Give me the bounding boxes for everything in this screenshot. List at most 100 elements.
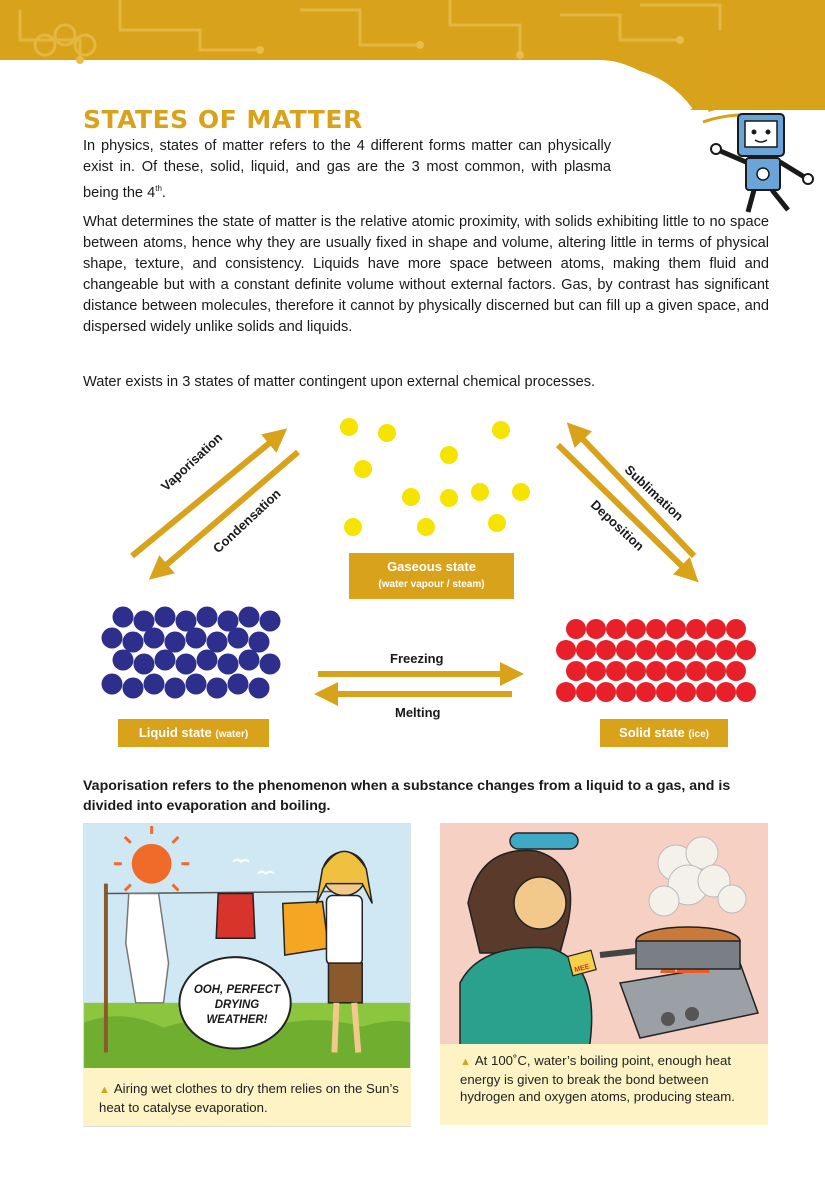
liquid-molecule [175,610,197,632]
liquid-molecule [122,631,144,653]
brand-logo: CODEX ALIENA [690,52,815,110]
gas-molecule [440,489,458,507]
liquid-molecule [143,627,165,649]
solid-molecule [666,619,686,639]
intro-paragraph-2: What determines the state of matter is t… [83,214,769,335]
caption-left-text: Airing wet clothes to dry them relies on… [99,1081,399,1115]
caption-boiling-water: ▲At 100˚C, water’s boiling point, enough… [440,1044,768,1125]
gas-molecule [512,483,530,501]
solid-molecule [556,682,576,702]
intro-paragraph-3: Water exists in 3 states of matter conti… [83,374,596,390]
solid-molecule [716,682,736,702]
solid-molecule [586,619,606,639]
header-banner [0,0,825,110]
solid-molecule [576,682,596,702]
steam-clouds [648,836,747,917]
solid-molecule [686,619,706,639]
solid-molecule [576,640,596,660]
liquid-molecule [112,606,134,628]
liquid-state-subtitle: (water) [215,729,249,740]
melting-label: Melting [395,705,441,720]
gas-molecule [344,518,362,536]
liquid-state-label: Liquid state (water) [118,719,269,747]
liquid-molecule [185,627,207,649]
solid-molecules [556,619,756,702]
noodle-packet-label: MEE [574,963,591,974]
liquid-molecule [154,606,176,628]
solid-molecule [656,640,676,660]
liquid-molecule [143,673,165,695]
solid-molecule [716,640,736,660]
liquid-molecule [206,677,228,699]
deposition-arrow [555,442,699,583]
brand-line-1: CODEX [697,51,808,82]
liquid-molecule [154,649,176,671]
solid-molecule [586,661,606,681]
solid-molecule [636,640,656,660]
solid-molecule [616,640,636,660]
solid-molecule [676,640,696,660]
solid-molecule [736,640,756,660]
solid-molecule [606,661,626,681]
states-of-matter-diagram [101,418,756,706]
noodle-packet [567,949,597,977]
solid-molecule [706,661,726,681]
solid-molecule [726,619,746,639]
liquid-molecule [196,606,218,628]
solid-molecule [556,640,576,660]
solid-molecule [566,619,586,639]
sun-icon [113,825,190,902]
liquid-molecule [133,610,155,632]
solid-molecule [666,661,686,681]
solid-molecule [656,682,676,702]
liquid-molecule [227,627,249,649]
liquid-molecule [248,631,270,653]
gas-molecule [440,446,458,464]
solid-molecule [616,682,636,702]
robot-mascot-illustration [702,102,814,213]
liquid-molecule [101,627,123,649]
liquid-molecule [206,631,228,653]
gas-molecule [340,418,358,436]
speech-bubble [178,956,292,1050]
gaseous-state-label: Gaseous state (water vapour / steam) [349,553,514,599]
liquid-molecule [133,653,155,675]
solid-molecule [646,619,666,639]
caption-right-text: At 100˚C, water’s boiling point, enough … [460,1053,735,1104]
solid-state-title: Solid state [619,725,685,740]
liquid-state-title: Liquid state [138,725,212,740]
gas-molecule [488,514,506,532]
triangle-bullet-icon: ▲ [99,1084,110,1096]
liquid-molecule [164,677,186,699]
solid-molecule [596,640,616,660]
gas-molecule [471,483,489,501]
red-vest [215,892,256,939]
solid-molecule [626,619,646,639]
liquid-molecules [101,606,281,699]
sublimation-arrow [566,422,697,559]
gaseous-state-subtitle: (water vapour / steam) [378,579,485,590]
vaporisation-arrow [130,428,288,559]
liquid-molecule [217,610,239,632]
liquid-molecule [259,610,281,632]
intro-p1-superscript: th [155,184,162,193]
solid-molecule [696,682,716,702]
liquid-molecule [227,673,249,695]
solid-state-subtitle: (ice) [688,729,709,740]
solid-molecule [626,661,646,681]
caption-drying-clothes: ▲Airing wet clothes to dry them relies o… [83,1068,411,1126]
solid-molecule [696,640,716,660]
page-title: STATES OF MATTER [83,105,363,134]
liquid-molecule [238,649,260,671]
solid-molecule [736,682,756,702]
liquid-molecule [112,649,134,671]
speech-bubble-text: OOH, PERFECT DRYING WEATHER! [193,984,281,1026]
solid-molecule [606,619,626,639]
gaseous-state-title: Gaseous state [387,559,476,574]
solid-molecule [646,661,666,681]
liquid-molecule [164,631,186,653]
solid-molecule [636,682,656,702]
triangle-bullet-icon: ▲ [460,1056,471,1068]
liquid-molecule [248,677,270,699]
solid-molecule [596,682,616,702]
